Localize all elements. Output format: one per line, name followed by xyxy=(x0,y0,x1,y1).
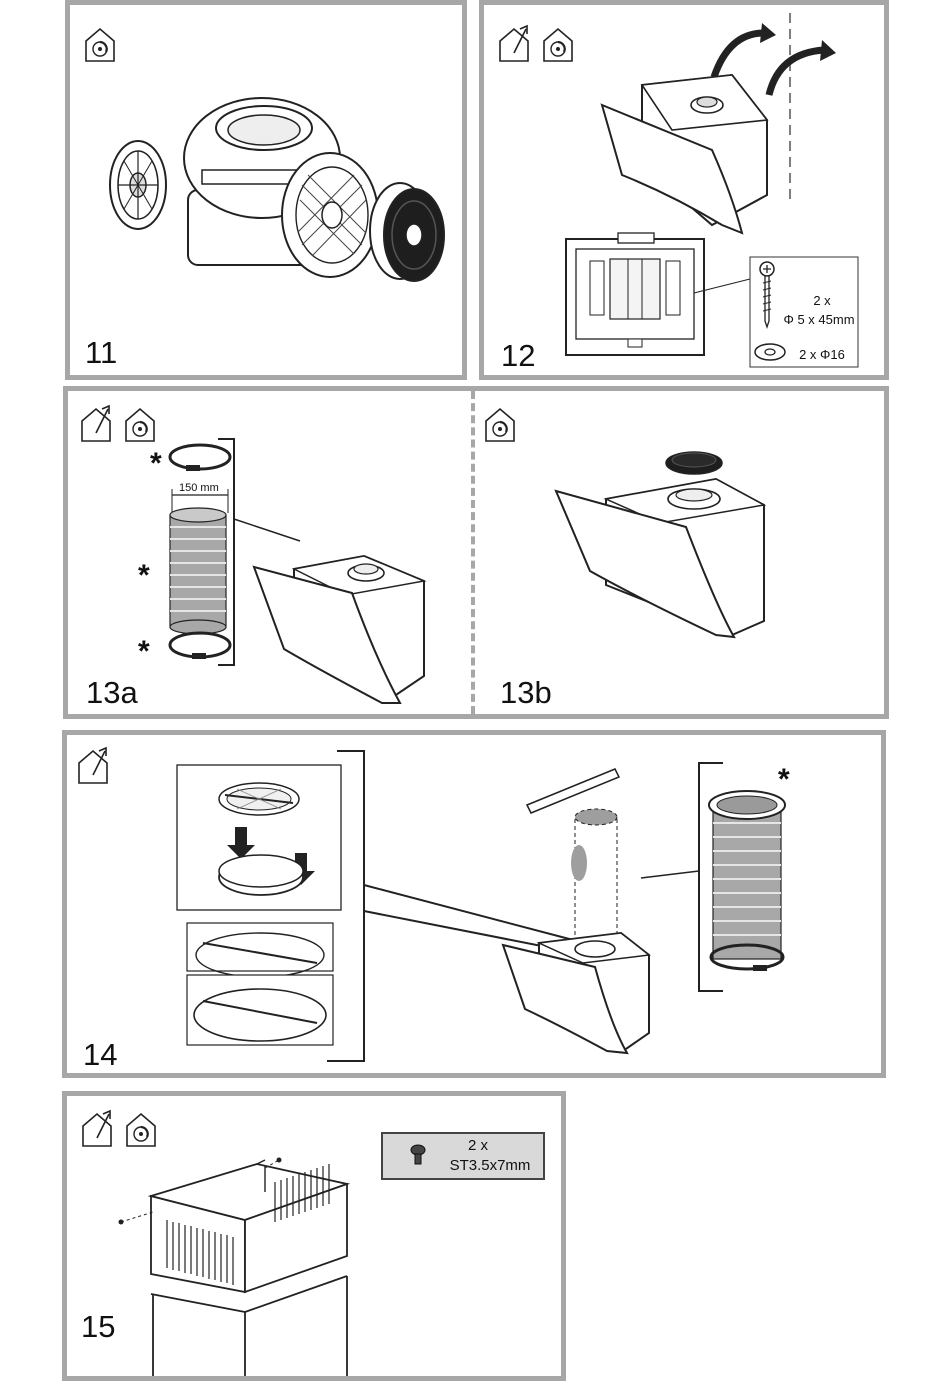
step-14-illustration xyxy=(67,735,881,1073)
washer-icon xyxy=(755,344,785,360)
step-11-illustration xyxy=(70,5,462,375)
screw-quantity: 2 x xyxy=(802,292,842,311)
panel-divider xyxy=(471,391,475,714)
step-number: 13a xyxy=(86,677,138,708)
house-extraction-icon xyxy=(82,406,110,441)
optional-part-mark: * xyxy=(138,561,150,591)
house-extraction-icon xyxy=(500,26,528,61)
step-15-panel: 2 x ST3.5x7mm 15 xyxy=(62,1091,566,1381)
non-return-valve xyxy=(219,783,299,815)
step-number: 15 xyxy=(81,1311,115,1342)
optional-part-mark: * xyxy=(138,637,150,667)
hood-front-view xyxy=(566,233,754,355)
step-number: 13b xyxy=(500,677,552,708)
screw-size: ST3.5x7mm xyxy=(435,1156,545,1176)
flexible-duct-with-clamps xyxy=(709,791,785,971)
carbon-filter-13b xyxy=(666,452,722,474)
screw-size: Φ 5 x 45mm xyxy=(776,311,862,330)
hood-unit-13a xyxy=(254,556,424,703)
step-13-panel: 150 mm * * * 13a 13b xyxy=(63,386,889,719)
duct-collar xyxy=(219,855,303,895)
parts-box-screws: 2 x ST3.5x7mm xyxy=(381,1132,545,1180)
house-extraction-icon xyxy=(79,748,107,783)
house-recirculation-icon xyxy=(486,409,514,441)
hose-clamp-top xyxy=(170,445,230,471)
chimney-cover xyxy=(119,1158,348,1377)
step-14-panel: * 14 xyxy=(62,730,886,1078)
step-number: 11 xyxy=(85,337,117,368)
step-number: 12 xyxy=(501,340,535,371)
screw-quantity: 2 x xyxy=(443,1136,513,1156)
dashed-duct-outline xyxy=(571,809,617,945)
hose-clamp-bottom xyxy=(170,633,230,659)
duct-diameter-label: 150 mm xyxy=(179,482,219,494)
flexible-duct xyxy=(170,508,226,634)
carbon-filter-right xyxy=(370,183,444,281)
screw-icon xyxy=(409,1144,429,1166)
house-extraction-icon xyxy=(83,1111,111,1146)
washer-size: 2 x Φ16 xyxy=(790,346,854,365)
hood-unit-14 xyxy=(503,933,649,1053)
house-recirculation-icon xyxy=(86,29,114,61)
step-number: 14 xyxy=(83,1039,117,1070)
house-recirculation-icon xyxy=(127,1114,155,1146)
house-recirculation-icon xyxy=(544,29,572,61)
step-11-panel: 11 xyxy=(65,0,467,380)
optional-part-mark: * xyxy=(150,449,162,479)
step-12-panel: 2 x Φ 5 x 45mm 2 x Φ16 12 xyxy=(479,0,889,380)
optional-part-mark: * xyxy=(778,765,790,795)
hood-unit-13b xyxy=(556,479,764,637)
motor-blower xyxy=(184,98,378,277)
step-13a-illustration xyxy=(68,391,884,714)
grease-filter-left xyxy=(110,141,166,229)
house-recirculation-icon xyxy=(126,409,154,441)
hood-unit xyxy=(602,75,767,233)
